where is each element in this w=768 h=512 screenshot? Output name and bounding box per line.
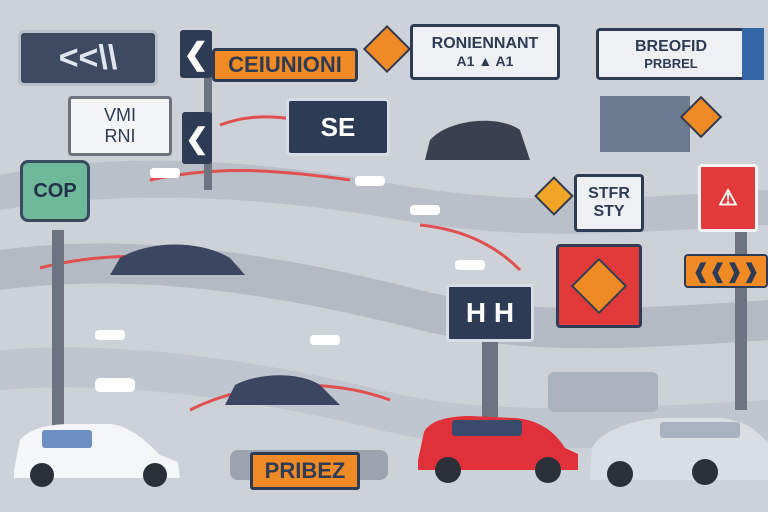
- navy-h-sign: H H: [446, 284, 534, 342]
- green-cop-text: COP: [33, 179, 77, 202]
- str-bottom-text: STY: [593, 203, 625, 220]
- top-right-title: BREOFID: [635, 37, 707, 55]
- chevron-sign-text: <<\\: [58, 38, 118, 77]
- bottom-orange-plate: PRIBEZ: [250, 452, 360, 490]
- blue-side-panel: [742, 28, 764, 80]
- orange-banner-sign: CEIUNIONI: [212, 48, 358, 82]
- orange-banner-text: CEIUNIONI: [228, 52, 342, 77]
- navy-se-sign: SE: [286, 98, 390, 156]
- top-right-sub: PRBREL: [644, 55, 698, 71]
- pole-left: [52, 230, 64, 430]
- str-top-text: STFR: [588, 185, 630, 202]
- top-center-title: RONIENNANT: [431, 35, 539, 52]
- white-sign-line1: VMI: [103, 105, 136, 125]
- arrow-left-icon-2: ❮: [185, 122, 209, 154]
- red-square-sign: [556, 244, 642, 328]
- red-warning-sign-right: ⚠: [698, 164, 758, 232]
- arrow-left-icon: ❮: [183, 37, 209, 71]
- pole-center: [482, 330, 498, 430]
- chevron-pattern-icon: ❰❰❱❱: [692, 260, 760, 283]
- orange-diamond-icon: [570, 257, 628, 315]
- bottom-orange-text: PRIBEZ: [264, 458, 346, 483]
- arrow-left-sign-2: ❮: [182, 112, 212, 164]
- top-right-sign: BREOFID PRBREL: [596, 28, 746, 80]
- arrow-left-sign: ❮: [180, 30, 212, 78]
- orange-chevron-sign: ❰❰❱❱: [684, 254, 768, 288]
- str-sign: STFR STY: [574, 174, 644, 232]
- white-sign-line2: RNI: [104, 126, 136, 146]
- white-info-sign: VMI RNI: [68, 96, 172, 156]
- top-center-sub: A1 ▲ A1: [456, 53, 514, 69]
- navy-se-text: SE: [320, 111, 356, 142]
- chevron-sign: <<\\: [18, 30, 158, 86]
- top-center-sign: RONIENNANT A1 ▲ A1: [410, 24, 560, 80]
- red-warning-icon: ⚠: [718, 185, 738, 210]
- green-cop-sign: COP: [20, 160, 90, 222]
- navy-h-text: H H: [465, 297, 515, 328]
